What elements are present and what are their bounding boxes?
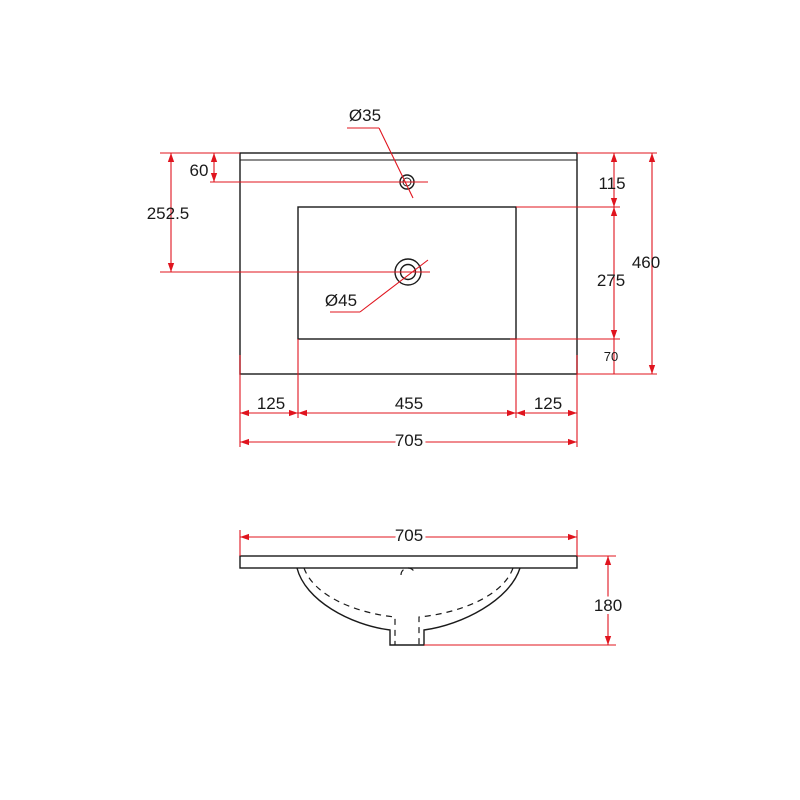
dim-label-115: 115 <box>598 174 625 193</box>
countertop-outline <box>239 152 578 375</box>
side-tap-hole-hint <box>400 567 416 576</box>
dim-label-right-125: 125 <box>534 394 562 413</box>
dim-label-252-5: 252.5 <box>147 204 190 223</box>
dim-label-left-125: 125 <box>257 394 285 413</box>
side-bowl-inner <box>303 567 396 645</box>
side-bowl-outer <box>296 567 521 646</box>
dim-label-455: 455 <box>395 394 423 413</box>
dim-label-275: 275 <box>597 271 625 290</box>
tap-hole-label: Ø35 <box>349 106 381 125</box>
drain-label: Ø45 <box>325 291 357 310</box>
dim-label-460: 460 <box>632 253 660 272</box>
dim-label-180: 180 <box>594 596 622 615</box>
dim-label-705-side-view: 705 <box>395 526 423 545</box>
dim-label-60: 60 <box>190 161 209 180</box>
side-bowl-inner-right <box>418 567 514 645</box>
leader-tap <box>378 127 414 199</box>
top-view: 60 252.5 Ø35 Ø45 115 275 70 460 <box>147 106 660 453</box>
leader-drain <box>359 259 429 313</box>
side-slab <box>239 555 578 569</box>
dim-label-70: 70 <box>604 349 618 364</box>
side-view: 705 180 <box>239 523 625 646</box>
dim-label-705-top-view: 705 <box>395 431 423 450</box>
bowl-outline <box>297 206 517 340</box>
